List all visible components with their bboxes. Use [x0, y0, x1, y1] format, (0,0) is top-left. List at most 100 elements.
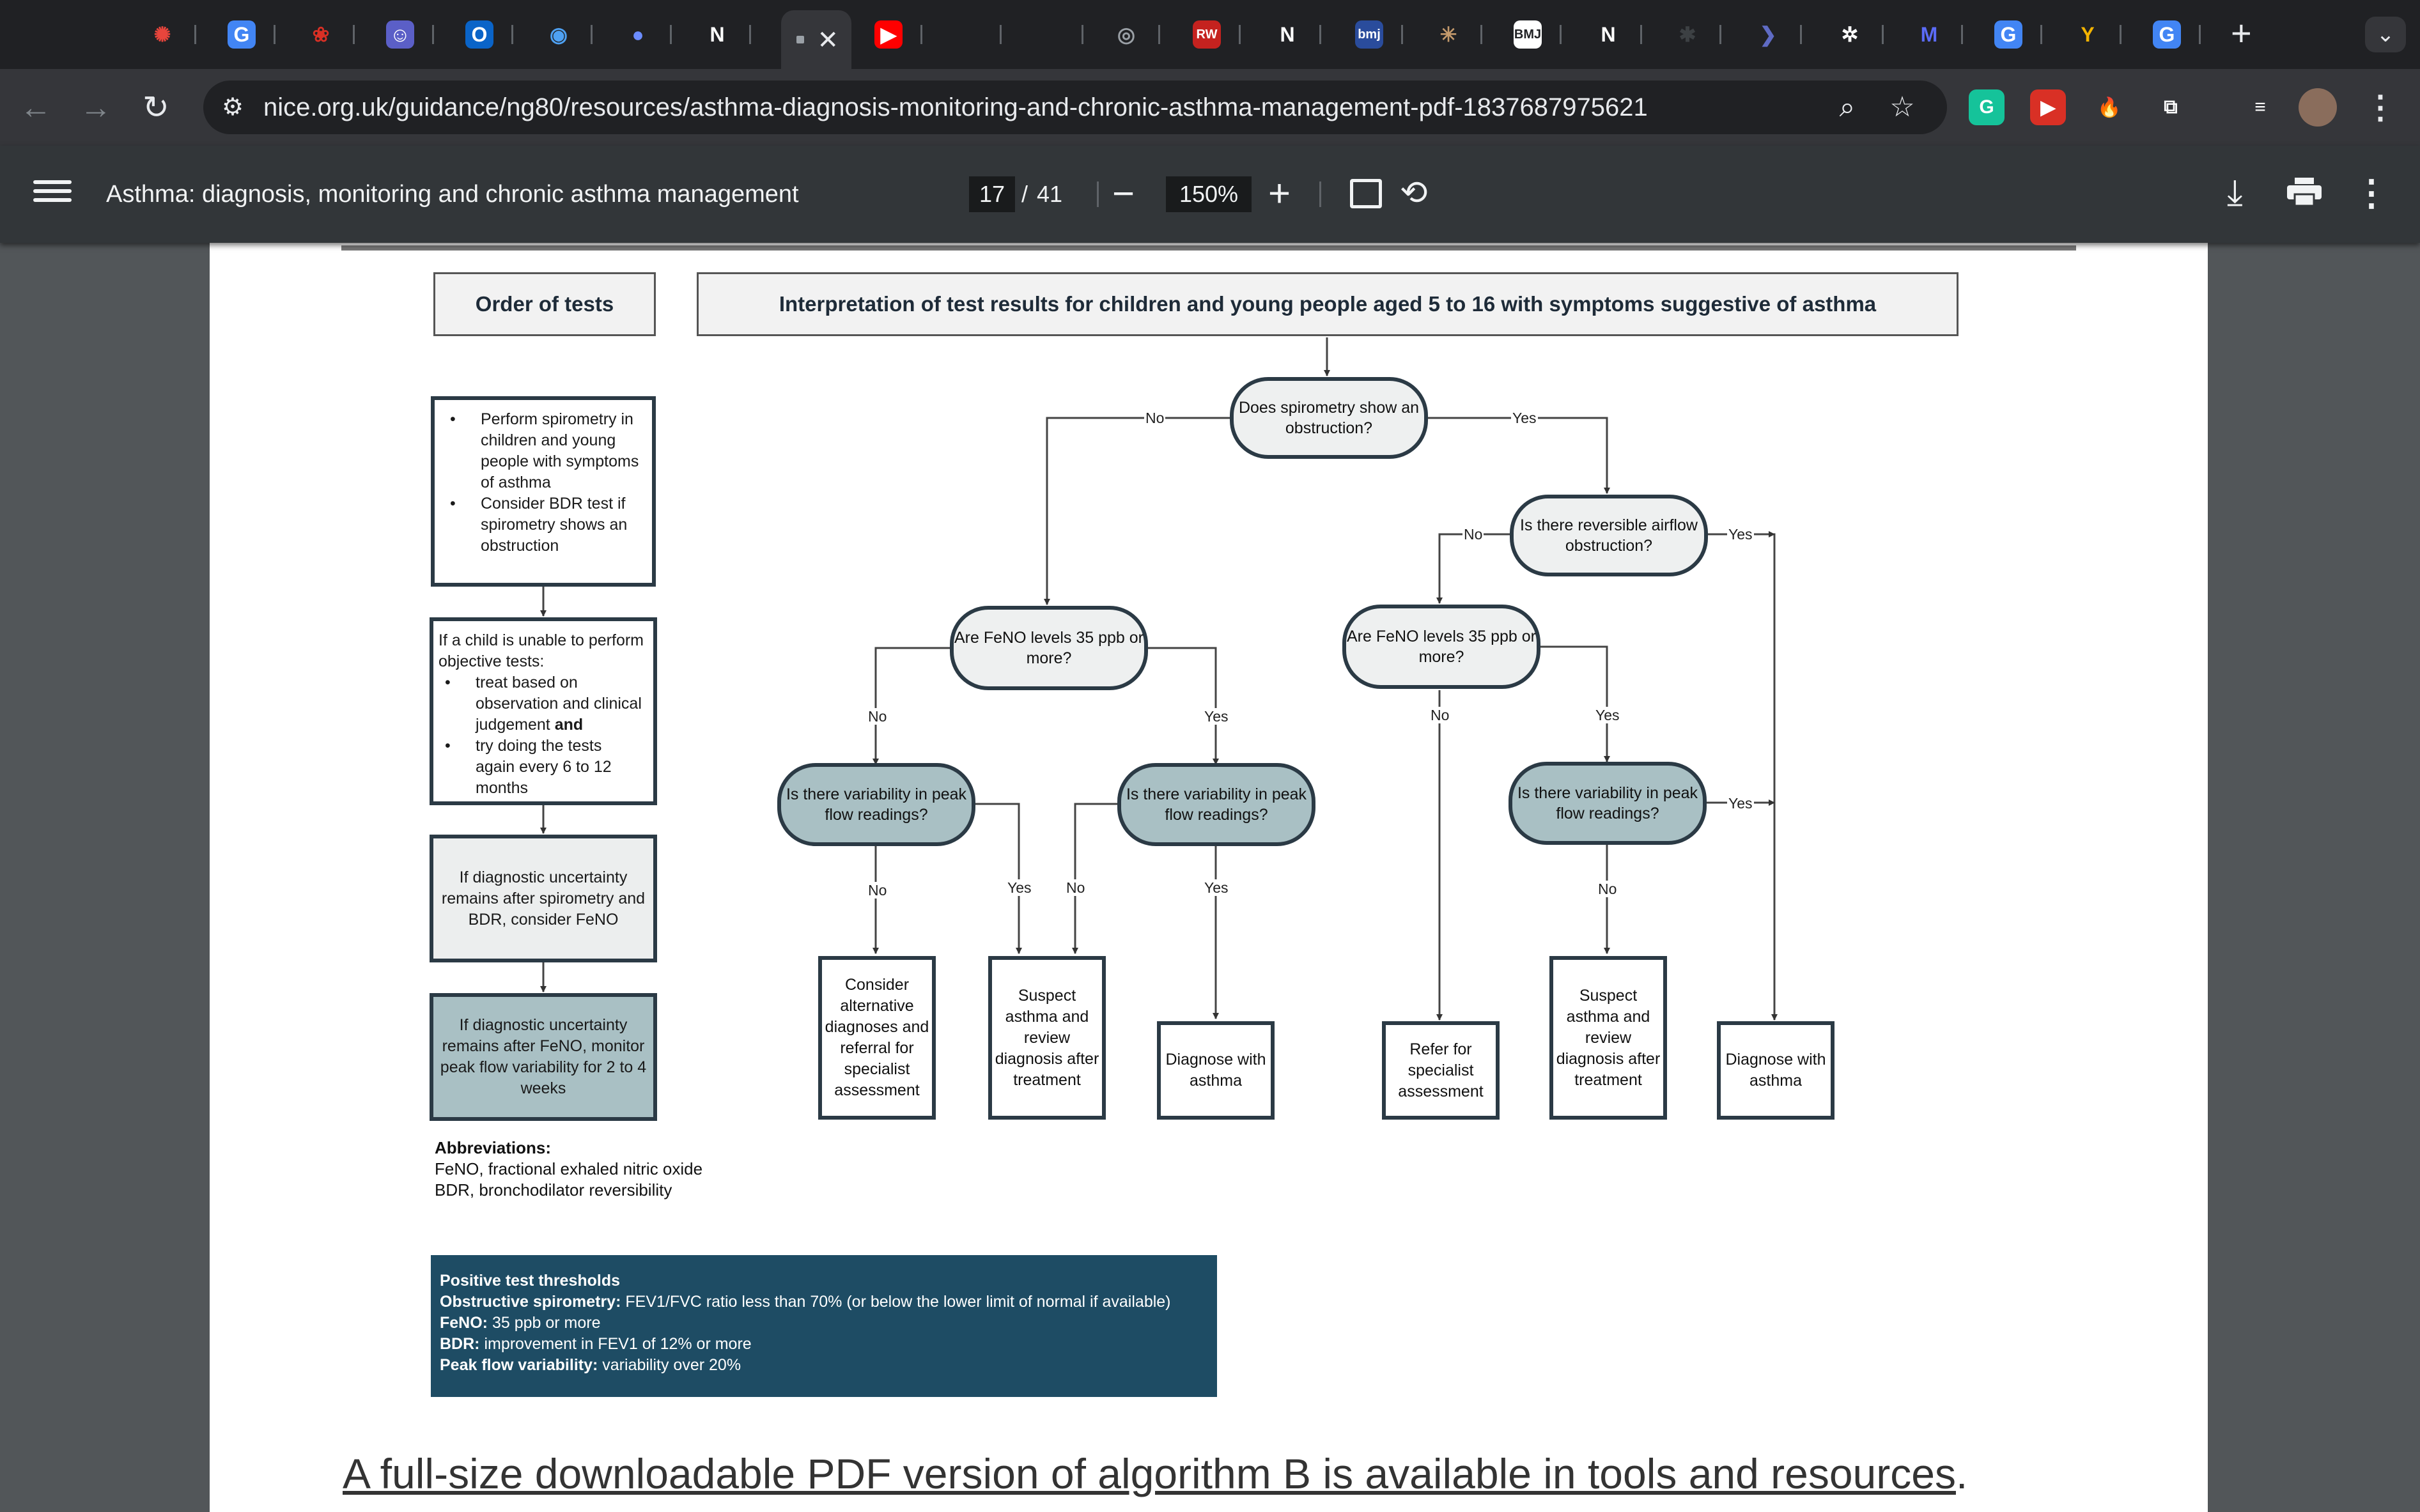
- browser-tab[interactable]: [954, 17, 1002, 52]
- tab-separator: [353, 25, 355, 44]
- download-icon[interactable]: ⤓: [2227, 172, 2243, 212]
- new-tab-button[interactable]: +: [2231, 13, 2252, 53]
- y-icon: Y: [2081, 22, 2095, 46]
- edge-label-no: No: [1597, 881, 1618, 897]
- zoom-in-button[interactable]: +: [1268, 172, 1291, 215]
- document-icon: [796, 36, 804, 43]
- step-bullet: try doing the tests again every 6 to 12 …: [438, 736, 644, 799]
- browser-tab[interactable]: G: [1994, 17, 2042, 52]
- print-icon[interactable]: [2287, 178, 2322, 206]
- notion-icon: N: [710, 22, 725, 46]
- tab-separator: [1239, 25, 1241, 44]
- browser-tab[interactable]: G: [2153, 17, 2201, 52]
- tab-separator: [591, 25, 593, 44]
- tab-separator: [2040, 25, 2042, 44]
- edge-label-yes: Yes: [1511, 410, 1538, 426]
- browser-tab[interactable]: ●: [624, 17, 672, 52]
- edge-label-yes: Yes: [1727, 795, 1754, 812]
- puzzle-icon[interactable]: ⧉: [2164, 96, 2178, 118]
- toolbar-divider: [1319, 181, 1321, 207]
- url-text[interactable]: nice.org.uk/guidance/ng80/resources/asth…: [263, 93, 1648, 121]
- grammarly-icon[interactable]: G: [1969, 89, 2005, 125]
- tab-separator: [1800, 25, 1802, 44]
- back-button[interactable]: ←: [13, 84, 59, 130]
- threshold-value: variability over 20%: [602, 1356, 741, 1374]
- node-feno-right: Are FeNO levels 35 ppb or more?: [1342, 605, 1540, 689]
- browser-tab[interactable]: ❀: [307, 17, 355, 52]
- tab-search-button[interactable]: ⌄: [2365, 17, 2406, 52]
- browser-tab[interactable]: N: [703, 17, 751, 52]
- page-total: 41: [1037, 181, 1063, 207]
- tab-separator: [2120, 25, 2121, 44]
- download-link-paragraph: A full-size downloadable PDF version of …: [343, 1449, 1967, 1498]
- site-info-icon[interactable]: ⚙: [221, 94, 244, 121]
- tab-active[interactable]: ✕: [781, 10, 851, 69]
- tab-separator: [511, 25, 513, 44]
- browser-tab[interactable]: ◎: [1112, 17, 1160, 52]
- tab-separator: [1961, 25, 1963, 44]
- threshold-key: FeNO:: [440, 1314, 488, 1332]
- document-title: Asthma: diagnosis, monitoring and chroni…: [106, 181, 799, 208]
- browser-tab[interactable]: bmj: [1355, 17, 1403, 52]
- browser-tab[interactable]: ✲: [1836, 17, 1884, 52]
- tab-separator: [1640, 25, 1642, 44]
- result-refer-specialist: Refer for specialist assessment: [1382, 1021, 1500, 1120]
- more-actions-icon[interactable]: ⋮: [2354, 173, 2389, 213]
- browser-tab[interactable]: O: [465, 17, 513, 52]
- reload-icon: ↻: [143, 89, 169, 125]
- node-feno-left: Are FeNO levels 35 ppb or more?: [950, 606, 1148, 690]
- zoom-icon[interactable]: ⌕: [1839, 91, 1856, 123]
- arrow-icon: ❯: [1759, 23, 1777, 46]
- browser-tab[interactable]: [1035, 17, 1083, 52]
- browser-menu-icon[interactable]: ⋮: [2364, 89, 2396, 125]
- browser-tab[interactable]: ❯: [1754, 17, 1802, 52]
- page-number-input[interactable]: 17: [969, 176, 1015, 212]
- positive-test-thresholds: Positive test thresholds Obstructive spi…: [431, 1255, 1217, 1397]
- hamburger-menu-icon[interactable]: [33, 175, 72, 213]
- profile-avatar[interactable]: [2299, 88, 2337, 127]
- zoom-level-input[interactable]: 150%: [1166, 176, 1252, 212]
- pdf-page: Order of tests Interpretation of test re…: [210, 243, 2208, 1512]
- threshold-key: Obstructive spirometry:: [440, 1293, 621, 1311]
- node-reversible-obstruction: Is there reversible airflow obstruction?: [1510, 495, 1708, 576]
- edge-label-no: No: [1144, 410, 1166, 426]
- edge-label-yes: Yes: [1203, 879, 1230, 896]
- browser-tab[interactable]: N: [1594, 17, 1642, 52]
- browser-tab[interactable]: Y: [2074, 17, 2121, 52]
- node-peak-flow-3: Is there variability in peak flow readin…: [1509, 762, 1707, 845]
- edge-label-yes: Yes: [1727, 526, 1754, 543]
- full-size-pdf-link[interactable]: A full-size downloadable PDF version of …: [343, 1450, 1956, 1497]
- browser-tab[interactable]: ▶: [874, 17, 922, 52]
- browser-tab[interactable]: M: [1915, 17, 1963, 52]
- close-tab-icon[interactable]: ✕: [817, 26, 839, 54]
- browser-tab[interactable]: RW: [1193, 17, 1241, 52]
- flame-icon[interactable]: 🔥: [2097, 96, 2121, 118]
- tab-separator: [2199, 25, 2201, 44]
- bookmark-star-icon[interactable]: ☆: [1889, 91, 1915, 123]
- browser-tab[interactable]: ☺: [386, 17, 434, 52]
- queue-icon[interactable]: ≡: [2254, 96, 2266, 118]
- browser-tab[interactable]: ✺: [148, 17, 196, 52]
- browser-tab[interactable]: ✱: [1673, 17, 1721, 52]
- shortcut-icon[interactable]: ▶: [2030, 89, 2066, 125]
- edge-label-no: No: [867, 882, 888, 899]
- edge-label-yes: Yes: [1203, 708, 1230, 725]
- zoom-out-button[interactable]: −: [1112, 172, 1135, 215]
- step-bullet: Perform spirometry in children and young…: [444, 409, 643, 493]
- rotate-icon[interactable]: ⟲: [1400, 174, 1428, 212]
- tab-separator: [1319, 25, 1321, 44]
- browser-tab[interactable]: ◉: [545, 17, 593, 52]
- address-bar[interactable]: ⚙ nice.org.uk/guidance/ng80/resources/as…: [203, 81, 1947, 134]
- forward-button[interactable]: →: [73, 84, 119, 130]
- browser-tab[interactable]: BMJ: [1514, 17, 1562, 52]
- fit-to-page-icon[interactable]: [1350, 179, 1382, 208]
- browser-tab[interactable]: ✳: [1434, 17, 1482, 52]
- browser-tab[interactable]: G: [228, 17, 275, 52]
- tab-separator: [670, 25, 672, 44]
- tab-separator: [1401, 25, 1403, 44]
- globe-icon: ◉: [550, 23, 568, 46]
- browser-tab[interactable]: N: [1273, 17, 1321, 52]
- rw-icon: RW: [1193, 20, 1221, 49]
- reload-button[interactable]: ↻: [133, 84, 179, 130]
